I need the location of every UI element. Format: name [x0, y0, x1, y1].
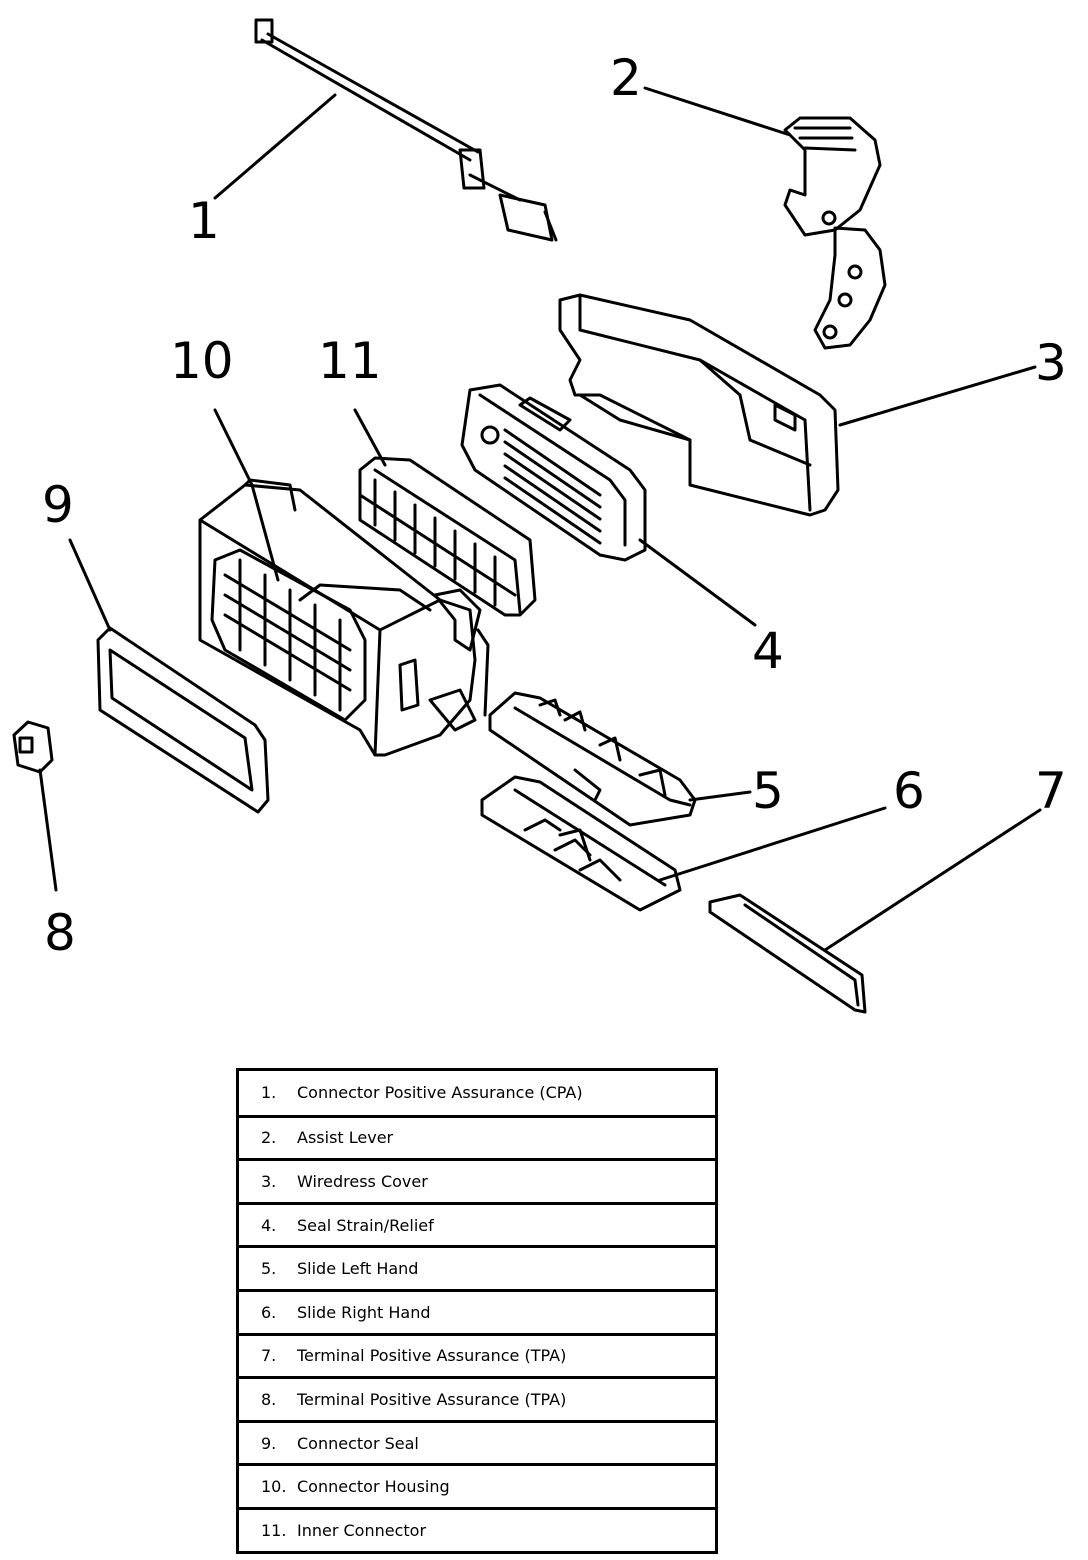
part-tpa-strip — [708, 893, 867, 1014]
callout-2: 2 — [610, 49, 642, 107]
callout-1: 1 — [188, 192, 220, 250]
legend-number: 10. — [261, 1477, 287, 1497]
legend-row: 5. Slide Left Hand — [239, 1245, 715, 1289]
part-connector-housing — [198, 478, 490, 757]
part-slide-left-hand — [488, 691, 697, 827]
callout-7: 7 — [1035, 762, 1067, 820]
legend-number: 1. — [261, 1083, 277, 1103]
legend-number: 3. — [261, 1171, 277, 1191]
callout-3: 3 — [1035, 334, 1067, 392]
legend-row: 10. Connector Housing — [239, 1463, 715, 1507]
legend-label: Terminal Positive Assurance (TPA) — [297, 1346, 567, 1366]
exploded-connector-diagram: 1 2 3 4 5 6 7 8 9 10 11 — [12, 18, 1067, 1014]
part-connector-seal — [96, 626, 270, 814]
legend-number: 11. — [261, 1520, 287, 1540]
legend-row: 4. Seal Strain/Relief — [239, 1201, 715, 1246]
leader-lines — [38, 86, 1042, 952]
part-slide-right-hand — [480, 775, 682, 912]
legend-row: 8. Terminal Positive Assurance (TPA) — [239, 1376, 715, 1420]
legend-row: 9. Connector Seal — [239, 1419, 715, 1464]
legend-row: 7. Terminal Positive Assurance (TPA) — [239, 1332, 715, 1377]
legend-label: Slide Right Hand — [297, 1302, 431, 1322]
legend-row: 11. Inner Connector — [239, 1506, 715, 1551]
legend-number: 4. — [261, 1215, 277, 1235]
legend-number: 2. — [261, 1128, 277, 1148]
legend-number: 6. — [261, 1302, 277, 1322]
legend-row: 6. Slide Right Hand — [239, 1288, 715, 1333]
legend-number: 8. — [261, 1389, 277, 1409]
legend-number: 5. — [261, 1259, 277, 1279]
part-seal-strain-relief — [460, 383, 647, 562]
legend-number: 9. — [261, 1433, 277, 1453]
legend-label: Connector Positive Assurance (CPA) — [297, 1083, 583, 1103]
legend-row: 2. Assist Lever — [239, 1114, 715, 1159]
legend-row: 1. Connector Positive Assurance (CPA) — [239, 1071, 715, 1115]
part-assist-lever — [783, 116, 887, 350]
legend-label: Connector Housing — [297, 1477, 450, 1497]
legend-label: Seal Strain/Relief — [297, 1215, 434, 1235]
legend-label: Slide Left Hand — [297, 1259, 419, 1279]
callout-8: 8 — [44, 904, 76, 962]
callout-11: 11 — [318, 332, 382, 390]
part-tpa-small — [12, 720, 54, 774]
legend-number: 7. — [261, 1346, 277, 1366]
callout-5: 5 — [752, 762, 784, 820]
legend-label: Terminal Positive Assurance (TPA) — [297, 1389, 567, 1409]
legend-label: Wiredress Cover — [297, 1171, 428, 1191]
parts-legend-table: 1. Connector Positive Assurance (CPA) 2.… — [236, 1068, 718, 1554]
part-wiredress-cover — [558, 293, 840, 517]
legend-row: 3. Wiredress Cover — [239, 1158, 715, 1202]
part-inner-connector — [358, 456, 537, 617]
callout-6: 6 — [893, 762, 925, 820]
legend-label: Connector Seal — [297, 1433, 419, 1453]
callout-9: 9 — [42, 476, 74, 534]
part-cpa — [254, 18, 558, 242]
callout-10: 10 — [170, 332, 234, 390]
callout-4: 4 — [752, 622, 784, 680]
legend-label: Assist Lever — [297, 1128, 394, 1148]
legend-label: Inner Connector — [297, 1520, 427, 1540]
